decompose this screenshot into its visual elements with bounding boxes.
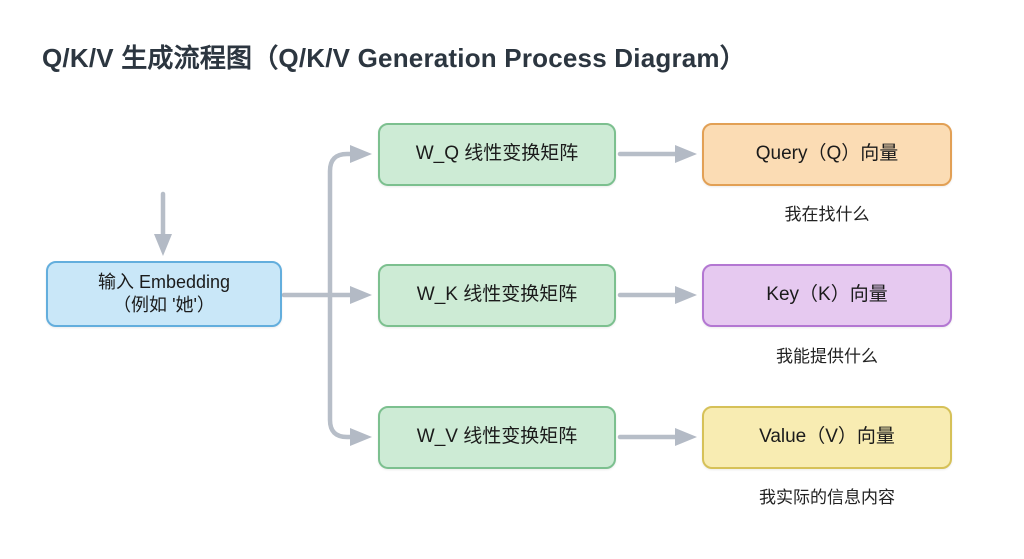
input-embedding-example: （例如 '她'） xyxy=(113,295,215,315)
caption-value: 我实际的信息内容 xyxy=(759,488,895,507)
key-vector-label: Key（K）向量 xyxy=(766,284,888,306)
caption-query: 我在找什么 xyxy=(784,205,870,224)
value-vector-label: Value（V）向量 xyxy=(759,426,895,448)
node-input-embedding: 输入 Embedding （例如 '她'） xyxy=(46,261,282,327)
node-wq-matrix: W_Q 线性变换矩阵 xyxy=(378,123,616,186)
node-wv-matrix: W_V 线性变换矩阵 xyxy=(378,406,616,469)
wk-matrix-label: W_K 线性变换矩阵 xyxy=(416,284,578,306)
wq-matrix-label: W_Q 线性变换矩阵 xyxy=(415,143,579,165)
input-embedding-label: 输入 Embedding xyxy=(97,271,231,292)
caption-key: 我能提供什么 xyxy=(776,347,878,366)
arrow-branch-to-wv xyxy=(327,294,372,446)
diagram-title: Q/K/V 生成流程图（Q/K/V Generation Process Dia… xyxy=(42,43,746,73)
query-vector-label: Query（Q）向量 xyxy=(755,143,899,165)
node-wk-matrix: W_K 线性变换矩阵 xyxy=(378,264,616,327)
wv-matrix-label: W_V 线性变换矩阵 xyxy=(416,426,578,448)
arrow-branch-to-wq xyxy=(327,145,372,296)
node-value-vector: Value（V）向量 xyxy=(702,406,952,469)
node-key-vector: Key（K）向量 xyxy=(702,264,952,327)
node-query-vector: Query（Q）向量 xyxy=(702,123,952,186)
